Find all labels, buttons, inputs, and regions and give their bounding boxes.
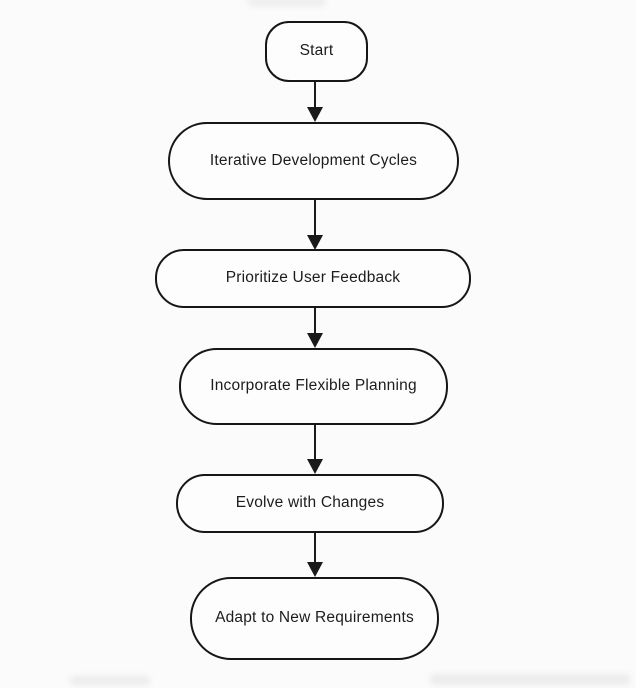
flow-node-label: Evolve with Changes: [235, 494, 385, 512]
flow-node-label: Start: [299, 42, 334, 60]
flow-node-incorporate-flexible-planning: Incorporate Flexible Planning: [179, 348, 448, 425]
flow-node-label: Prioritize User Feedback: [225, 269, 401, 287]
connector-line: [314, 200, 316, 236]
connector-line: [314, 425, 316, 460]
flow-node-label: Iterative Development Cycles: [209, 151, 418, 169]
connector-line: [314, 308, 316, 334]
flow-node-iterative-development-cycles: Iterative Development Cycles: [168, 122, 459, 200]
flow-node-start: Start: [265, 21, 368, 82]
flow-node-label: Adapt to New Requirements: [215, 609, 414, 627]
flow-node-evolve-with-changes: Evolve with Changes: [176, 474, 444, 533]
artifact-smudge: [70, 676, 150, 685]
artifact-smudge: [430, 674, 630, 685]
arrow-down-icon: [307, 459, 323, 474]
connector-line: [314, 533, 316, 563]
arrow-down-icon: [307, 107, 323, 122]
connector-line: [314, 82, 316, 108]
flow-node-adapt-to-new-requirements: Adapt to New Requirements: [190, 577, 439, 660]
artifact-smudge: [248, 0, 326, 6]
flow-node-label: Incorporate Flexible Planning: [210, 377, 417, 395]
arrow-down-icon: [307, 333, 323, 348]
arrow-down-icon: [307, 562, 323, 577]
flow-node-prioritize-user-feedback: Prioritize User Feedback: [155, 249, 471, 308]
arrow-down-icon: [307, 235, 323, 250]
